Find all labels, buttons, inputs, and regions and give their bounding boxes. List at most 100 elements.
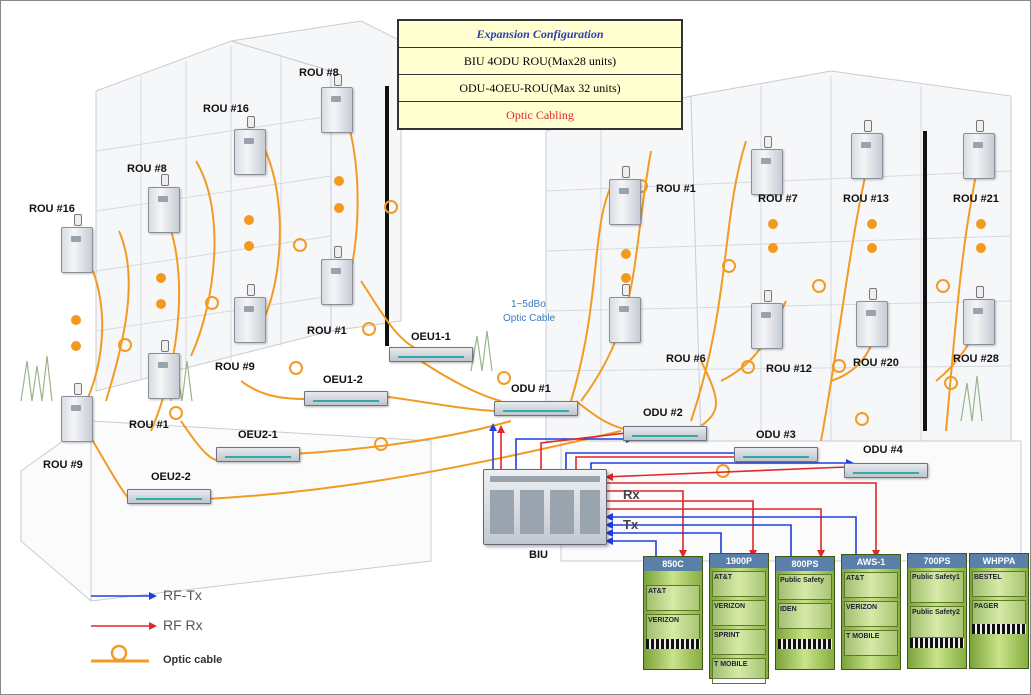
label-rou-20: ROU #20: [853, 357, 899, 369]
rou-unit: [609, 166, 641, 225]
rou-unit: [234, 116, 266, 175]
service-module: 800PS Public Safety IDEN: [775, 556, 835, 670]
service-item: T MOBILE: [712, 658, 766, 684]
continuation-dot: [244, 215, 254, 225]
rou-unit: [321, 246, 353, 305]
service-item: Public Safety1: [910, 571, 964, 603]
label-oeu2-1: OEU2-1: [238, 429, 278, 441]
service-item: VERIZON: [646, 614, 700, 640]
connector-strip: [646, 639, 700, 649]
oeu-rack: [127, 489, 211, 504]
cable-note-line2: Optic Cable: [503, 313, 556, 324]
continuation-dot: [867, 243, 877, 253]
service-item: AT&T: [844, 572, 898, 598]
legend-optic-label: Optic cable: [163, 654, 223, 666]
odu-rack: [734, 447, 818, 462]
oeu-rack: [304, 391, 388, 406]
left-building: [20, 20, 432, 602]
service-header: AWS-1: [842, 555, 900, 569]
cable-loops: [118, 179, 958, 478]
label-rou-1-a: ROU #1: [307, 325, 347, 337]
continuation-dot: [621, 249, 631, 259]
label-rou-21: ROU #21: [953, 193, 999, 205]
continuation-dot: [976, 219, 986, 229]
legend-optic-loop: [110, 644, 128, 662]
rx-label: Rx: [623, 487, 640, 502]
odu-rack: [494, 401, 578, 416]
label-oeu2-2: OEU2-2: [151, 471, 191, 483]
rou-unit: [751, 136, 783, 195]
service-header: 700PS: [908, 554, 966, 568]
service-item: AT&T: [646, 585, 700, 611]
rou-unit: [234, 284, 266, 343]
continuation-dot: [244, 241, 254, 251]
legend-tx-arrow: [149, 592, 157, 600]
continuation-dot: [976, 243, 986, 253]
rou-unit: [751, 290, 783, 349]
rou-unit: [609, 284, 641, 343]
service-item: AT&T: [712, 571, 766, 597]
service-header: 800PS: [776, 557, 834, 571]
continuation-dot: [334, 176, 344, 186]
biu-label: BIU: [529, 549, 548, 561]
rou-unit: [61, 214, 93, 273]
service-item: T MOBILE: [844, 630, 898, 656]
oeu-rack: [216, 447, 300, 462]
rou-unit: [148, 174, 180, 233]
service-item: SPRINT: [712, 629, 766, 655]
expansion-configuration-box: Expansion Configuration BIU 4ODU ROU(Max…: [397, 19, 683, 130]
biu-chassis: [483, 469, 607, 545]
service-module: AWS-1 AT&T VERIZON T MOBILE: [841, 554, 901, 670]
label-rou-16-a: ROU #16: [203, 103, 249, 115]
service-header: 1900P: [710, 554, 768, 568]
label-rou-9-b: ROU #9: [43, 459, 83, 471]
service-item: Public Safety: [778, 574, 832, 600]
continuation-dot: [768, 219, 778, 229]
continuation-dot: [71, 315, 81, 325]
label-rou-6: ROU #6: [666, 353, 706, 365]
continuation-dot: [621, 273, 631, 283]
service-item: VERIZON: [712, 600, 766, 626]
config-line-3: Optic Cabling: [506, 108, 574, 122]
label-rou-12: ROU #12: [766, 363, 812, 375]
tx-label: Tx: [623, 517, 639, 532]
label-rou-16-b: ROU #16: [29, 203, 75, 215]
continuation-dot: [334, 203, 344, 213]
oeu-rack: [389, 347, 473, 362]
label-odu-3: ODU #3: [756, 429, 796, 441]
label-oeu1-2: OEU1-2: [323, 374, 363, 386]
rou-unit: [963, 286, 995, 345]
label-rou-7: ROU #7: [758, 193, 798, 205]
service-item: PAGER: [972, 600, 1026, 626]
continuation-dot: [156, 273, 166, 283]
rou-unit: [61, 383, 93, 442]
connector-strip: [778, 639, 832, 649]
label-rou-28: ROU #28: [953, 353, 999, 365]
rou-unit: [851, 120, 883, 179]
legend-rx-arrow: [149, 622, 157, 630]
service-module: 850C AT&T VERIZON: [643, 556, 703, 670]
config-line-1: BIU 4ODU ROU(Max28 units): [399, 48, 681, 75]
label-rou-13: ROU #13: [843, 193, 889, 205]
label-odu-2: ODU #2: [643, 407, 683, 419]
rou-unit: [963, 120, 995, 179]
label-odu-4: ODU #4: [863, 444, 903, 456]
cable-note-line1: 1~5dBo: [511, 299, 546, 310]
odu-rack: [844, 463, 928, 478]
label-rou-1-right: ROU #1: [656, 183, 696, 195]
rou-unit: [321, 74, 353, 133]
service-module: WHPPA BESTEL PAGER: [969, 553, 1029, 669]
label-oeu1-1: OEU1-1: [411, 331, 451, 343]
continuation-dot: [867, 219, 877, 229]
config-line-2: ODU-4OEU-ROU(Max 32 units): [399, 75, 681, 102]
label-odu-1: ODU #1: [511, 383, 551, 395]
label-rou-1-b: ROU #1: [129, 419, 169, 431]
service-item: BESTEL: [972, 571, 1026, 597]
config-title: Expansion Configuration: [399, 21, 681, 48]
rou-unit: [856, 288, 888, 347]
continuation-dot: [768, 243, 778, 253]
service-item: VERIZON: [844, 601, 898, 627]
continuation-dot: [71, 341, 81, 351]
service-item: IDEN: [778, 603, 832, 629]
service-item: Public Safety2: [910, 606, 964, 638]
